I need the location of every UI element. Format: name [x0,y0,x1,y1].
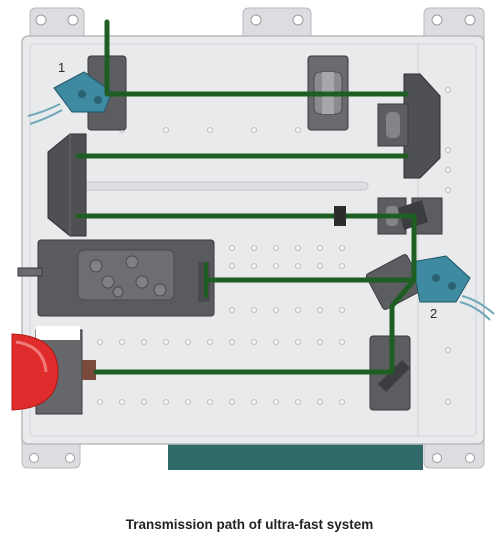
laser-source-icon [11,326,96,415]
hole-grid [49,87,451,405]
beam-path [75,19,417,375]
beam-block [334,206,346,226]
optical-breadboard-diagram: 1 2 [11,7,495,470]
curved-mirror-right-icon [377,73,441,179]
slide-slot [77,181,369,191]
top-bracket-right [423,7,485,41]
teal-mount-2-icon [411,255,495,321]
curved-mirror-left-icon [47,133,87,237]
optical-module-box-icon [17,239,215,317]
marker-2: 2 [430,306,437,321]
top-bracket-mid [242,7,312,41]
teal-mount-1-icon [27,55,127,131]
figure-caption: Transmission path of ultra-fast system [125,517,374,532]
breadboard-plate [21,35,485,445]
marker-1: 1 [58,60,65,75]
